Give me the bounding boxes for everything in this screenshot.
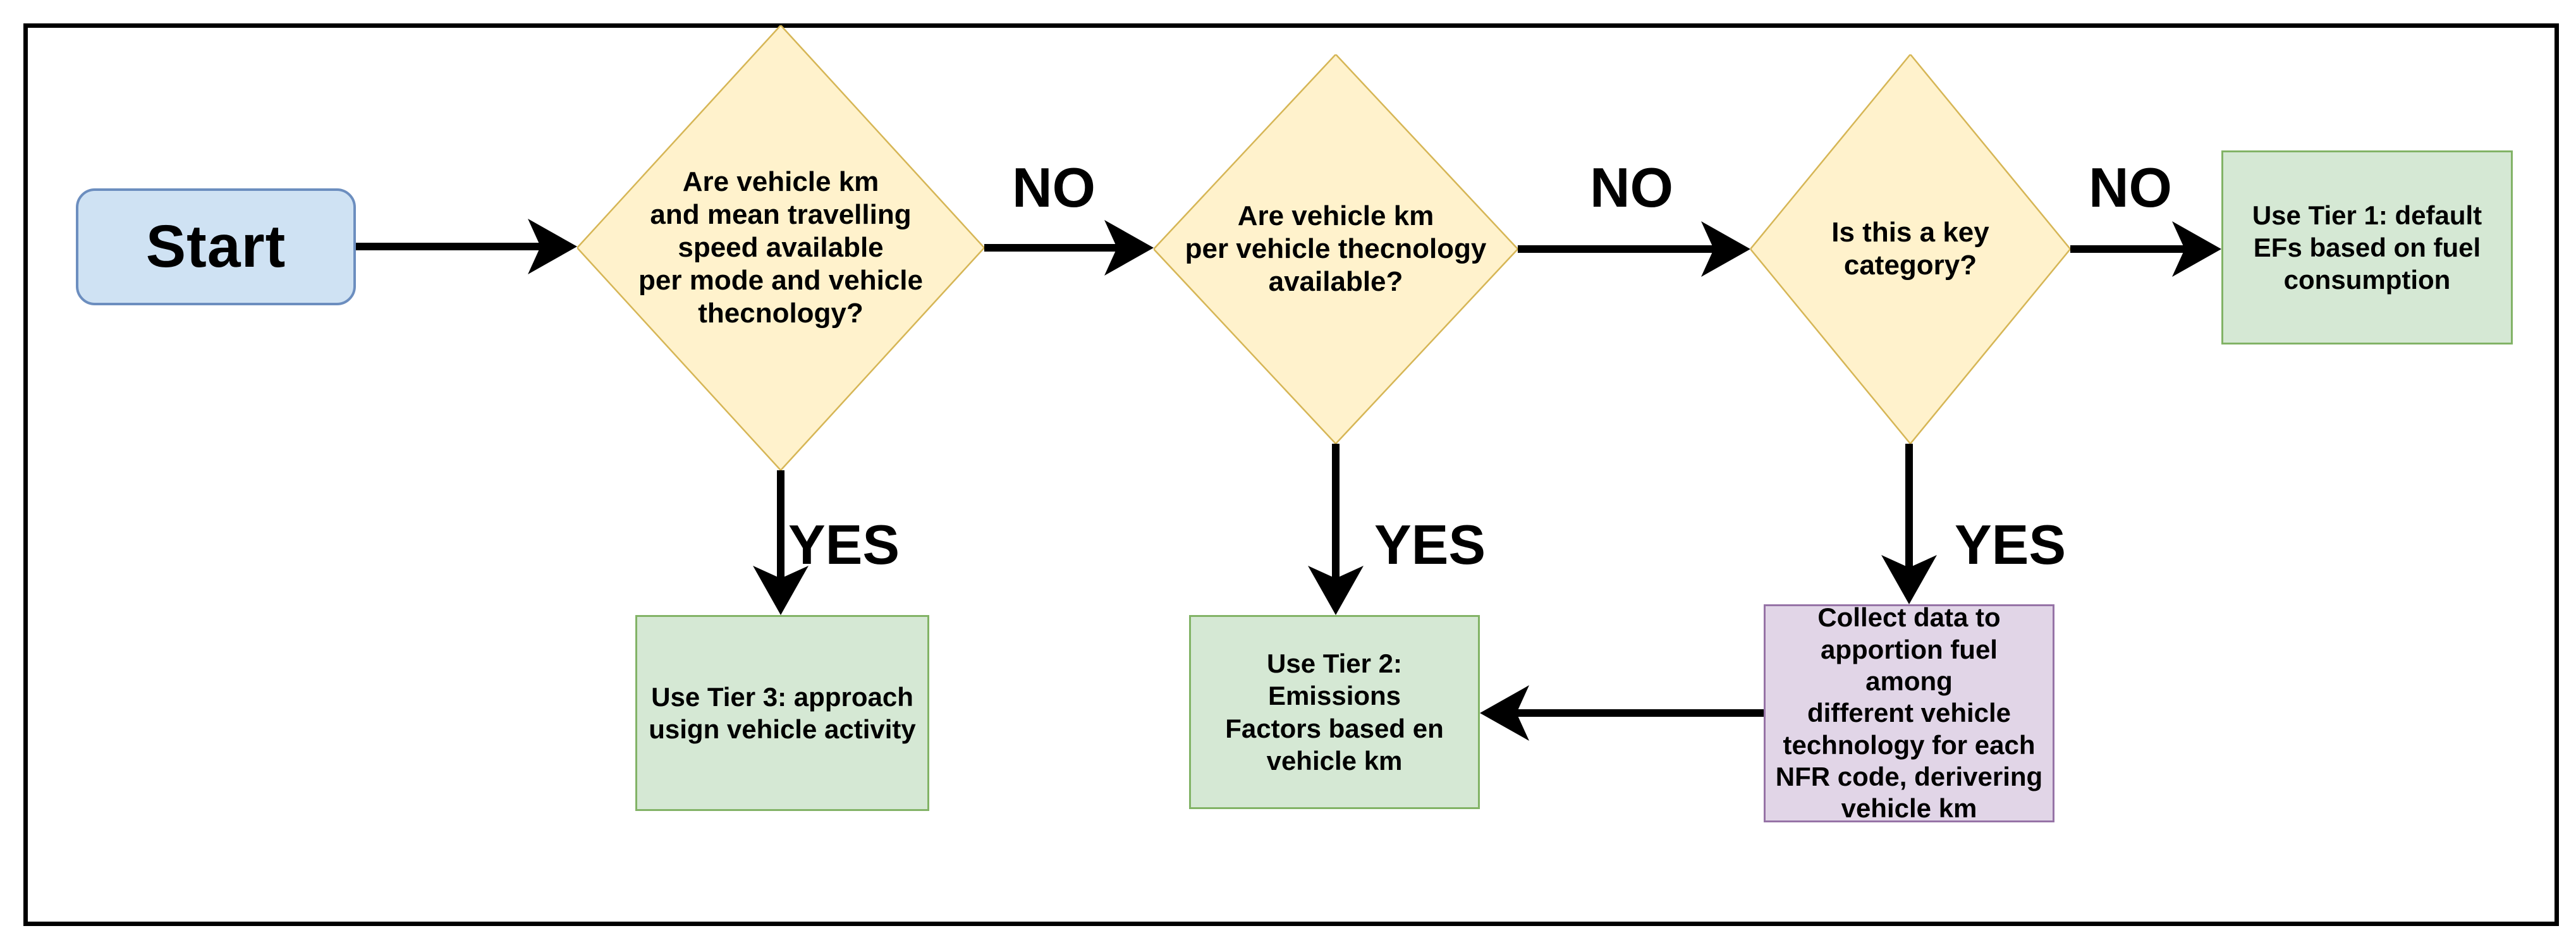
arrow-decision3-to-collect <box>1881 444 1937 604</box>
tier3-node-label: Use Tier 3: approach usign vehicle activ… <box>649 681 916 744</box>
arrow-decision1-to-decision2 <box>984 220 1154 276</box>
arrow-collect-to-tier2 <box>1480 685 1764 741</box>
decision-2-label: Are vehicle km per vehicle thecnology av… <box>1185 200 1487 297</box>
decision-2-node: Are vehicle km per vehicle thecnology av… <box>1154 54 1518 444</box>
tier1-node-label: Use Tier 1: default EFs based on fuel co… <box>2252 200 2482 295</box>
decision-3-label: Is this a key category? <box>1831 217 1989 281</box>
decision-1-diamond-shape <box>577 25 984 470</box>
tier2-node-label: Use Tier 2: Emissions Factors based en v… <box>1225 649 1444 776</box>
arrow-start-to-decision1 <box>356 219 577 274</box>
tier2-node: Use Tier 2: Emissions Factors based en v… <box>1189 615 1480 809</box>
start-node: Start <box>76 188 356 305</box>
edge-label-no-2: NO <box>1590 156 1673 219</box>
edge-label-yes-2: YES <box>1374 513 1486 576</box>
decision-3-node: Is this a key category? <box>1750 54 2070 444</box>
tier1-node: Use Tier 1: default EFs based on fuel co… <box>2221 150 2513 344</box>
tier3-node: Use Tier 3: approach usign vehicle activ… <box>635 615 929 811</box>
decision-2-diamond-shape <box>1154 54 1518 444</box>
diagram-frame-border <box>23 23 2559 926</box>
collect-data-node-label: Collect data to apportion fuel among dif… <box>1775 602 2043 824</box>
arrow-decision2-to-decision3 <box>1518 221 1750 277</box>
edge-label-no-1: NO <box>1012 156 1096 219</box>
decision-1-node: Are vehicle km and mean travelling speed… <box>577 25 984 470</box>
decision-1-label: Are vehicle km and mean travelling speed… <box>638 166 923 329</box>
arrow-decision3-to-tier1 <box>2070 221 2221 277</box>
start-node-label: Start <box>145 213 286 280</box>
arrow-decision1-to-tier3 <box>753 470 809 615</box>
collect-data-node: Collect data to apportion fuel among dif… <box>1764 602 2054 824</box>
edge-label-yes-3: YES <box>1954 513 2066 576</box>
edge-label-no-3: NO <box>2089 156 2172 219</box>
edge-label-yes-1: YES <box>788 513 900 576</box>
decision-3-diamond-shape <box>1750 54 2070 444</box>
arrow-decision2-to-tier2 <box>1308 444 1364 615</box>
